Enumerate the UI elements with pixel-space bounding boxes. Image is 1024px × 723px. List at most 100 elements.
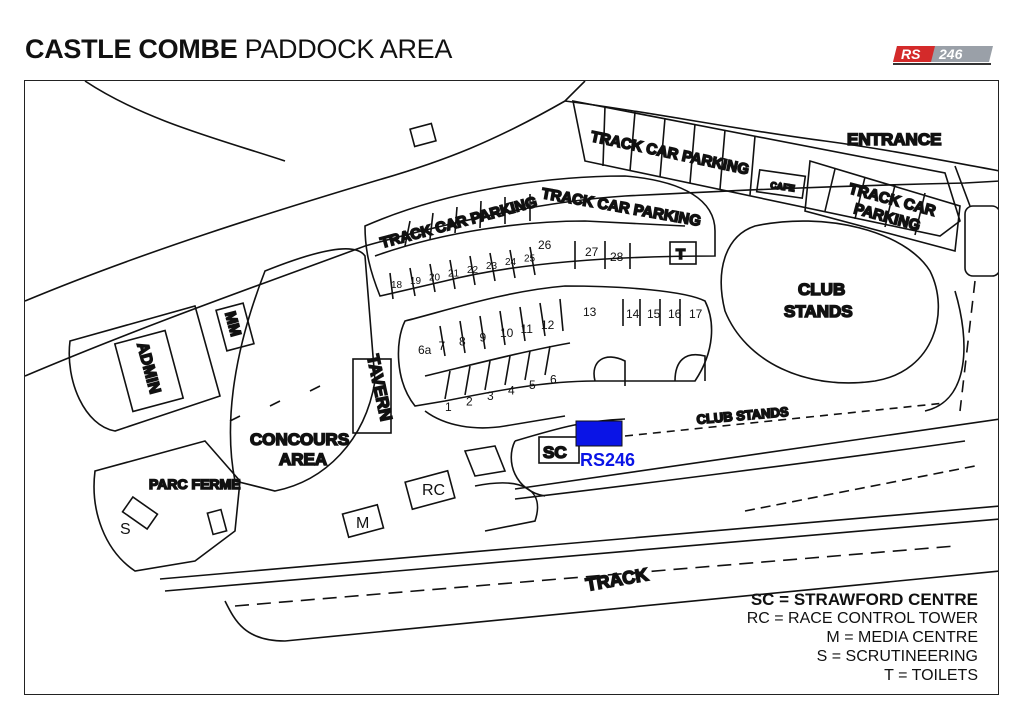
- small-box: [409, 122, 437, 148]
- bay-11: 11: [521, 322, 534, 336]
- bay-14: 14: [626, 307, 640, 321]
- label-area: AREA: [279, 450, 327, 469]
- bay-25: 25: [524, 253, 536, 264]
- bay-27: 27: [585, 245, 599, 259]
- track-edge-top2: [164, 518, 998, 592]
- label-rs246: RS246: [580, 450, 635, 470]
- media-centre-box: [341, 503, 385, 539]
- parking-lines-right: [824, 168, 926, 236]
- concours-dashes: [229, 385, 321, 422]
- club-stands-oval: [720, 220, 940, 384]
- paddock-road-outer: [25, 180, 998, 377]
- logo-rs: RS: [901, 46, 921, 62]
- bay-21: 21: [448, 269, 460, 280]
- bay-16: 16: [668, 307, 682, 321]
- rs246-logo: RS 246: [893, 46, 993, 65]
- bay-24: 24: [505, 257, 517, 268]
- bay-13: 13: [583, 305, 597, 319]
- bay-22: 22: [467, 265, 479, 276]
- bay-20: 20: [429, 272, 441, 283]
- label-s: S: [120, 521, 131, 538]
- strawford-centre-box: [538, 436, 580, 464]
- upper-bay-lines: [389, 241, 631, 300]
- bay-15: 15: [647, 307, 661, 321]
- legend-sc: SC = STRAWFORD CENTRE: [747, 590, 978, 609]
- track-dash: [234, 545, 956, 607]
- label-parc-ferme: PARC FERME: [149, 476, 241, 492]
- right-dash: [959, 280, 976, 412]
- parc-ferme-area: [93, 440, 241, 572]
- bay-23: 23: [486, 261, 498, 272]
- legend-rc: RC = RACE CONTROL TOWER: [746, 610, 978, 627]
- page-title: CASTLE COMBE PADDOCK AREA: [25, 34, 452, 65]
- label-concours: CONCOURS: [250, 430, 349, 449]
- bay-2: 2: [466, 395, 473, 409]
- label-track: TRACK: [584, 564, 650, 595]
- top-left-road: [84, 81, 286, 162]
- middle-row-line: [424, 342, 571, 377]
- middle-bay-lines: [439, 298, 681, 357]
- bay-7: 7: [439, 339, 446, 353]
- club-stands-dash: [624, 402, 946, 437]
- label-m: M: [356, 515, 369, 532]
- bay-3: 3: [487, 389, 494, 403]
- bay-17: 17: [689, 307, 703, 321]
- lower-bay-lines: [444, 345, 551, 400]
- sc-curve: [510, 440, 546, 497]
- bay-10: 10: [500, 326, 514, 340]
- track-car-parking-top: [571, 99, 961, 237]
- bay-12: 12: [541, 318, 555, 332]
- bay-5: 5: [529, 378, 536, 392]
- scrutineering-box: [121, 495, 159, 531]
- legend-s: S = SCRUTINEERING: [816, 648, 978, 665]
- sc-road: [514, 418, 626, 442]
- bay-9: 9: [480, 330, 487, 344]
- map-legend: SC = STRAWFORD CENTRE RC = RACE CONTROL …: [747, 590, 978, 685]
- middle-bottom-edge: [424, 410, 566, 429]
- bay-28: 28: [610, 250, 624, 264]
- middle-humps: [593, 354, 706, 386]
- middle-paddock-block: [397, 285, 713, 407]
- north-road: [25, 81, 586, 302]
- bay-6: 6: [550, 373, 557, 387]
- bay-8: 8: [459, 335, 466, 349]
- title-bold: CASTLE COMBE: [25, 34, 238, 64]
- legend-sc-key: SC: [750, 590, 775, 609]
- entrance-line: [954, 165, 971, 207]
- label-rc: RC: [422, 482, 445, 499]
- legend-sc-desc: = STRAWFORD CENTRE: [774, 590, 978, 609]
- label-club: CLUB: [798, 280, 845, 299]
- toilet-box: [669, 241, 697, 265]
- label-track-car-parking-left: TRACK CAR PARKING: [379, 194, 539, 252]
- logo-246: 246: [938, 46, 963, 62]
- mm-box: [215, 302, 255, 352]
- parking-lines-top: [602, 105, 756, 196]
- upper-paddock-midline: [374, 220, 686, 257]
- admin-area: [68, 305, 221, 432]
- rc-annex: [463, 445, 507, 477]
- track-edge-bottom: [224, 570, 998, 642]
- track-edge-top: [159, 505, 998, 580]
- club-stand-road: [514, 418, 998, 490]
- rs246-marker[interactable]: [575, 420, 623, 447]
- label-mm: MM: [221, 310, 244, 339]
- entrance-road: [564, 100, 998, 172]
- bay-4: 4: [508, 384, 515, 398]
- paddock-map: TRACK CAR PARKING ENTRANCE CAFE TRACK CA…: [24, 80, 999, 695]
- upper-parking-lines: [404, 194, 531, 247]
- small-post: [206, 508, 228, 536]
- upper-paddock-block: [364, 175, 716, 297]
- label-stands: STANDS: [784, 302, 853, 321]
- parking-right-box: [804, 159, 961, 253]
- label-t: T: [676, 246, 685, 263]
- right-curve: [924, 290, 965, 412]
- club-stand-road2: [514, 440, 966, 500]
- legend-t: T = TOILETS: [884, 667, 978, 684]
- label-track-car-parking-top: TRACK CAR PARKING: [589, 128, 750, 178]
- cafe-box: [755, 169, 807, 199]
- right-edge-box: [964, 205, 998, 277]
- legend-m: M = MEDIA CENTRE: [826, 629, 978, 646]
- pit-dash: [744, 465, 976, 512]
- label-sc: SC: [543, 443, 567, 462]
